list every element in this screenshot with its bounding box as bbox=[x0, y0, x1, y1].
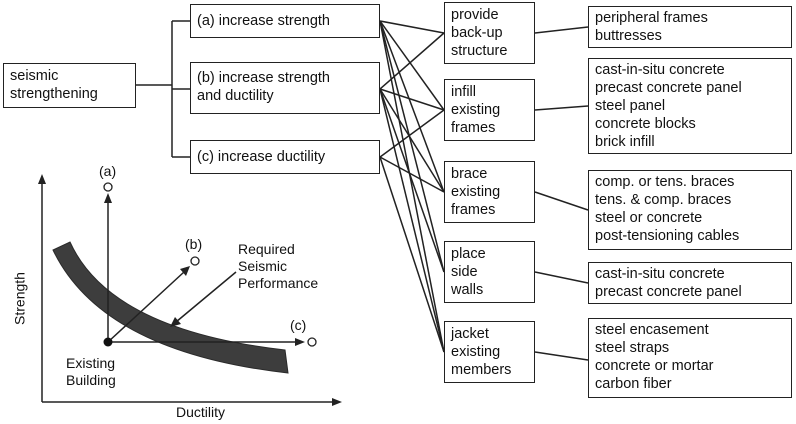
arrow-c-endpoint bbox=[307, 337, 317, 347]
method-3-line-3: frames bbox=[451, 202, 496, 218]
connector-b-m3 bbox=[379, 88, 445, 193]
root-line-1: seismic bbox=[10, 68, 59, 84]
connector-b-m4 bbox=[379, 88, 445, 273]
connector-c-m3 bbox=[379, 156, 445, 193]
existing-building-line-1: Existing bbox=[66, 355, 116, 371]
detail-3-line-4: post-tensioning cables bbox=[595, 228, 740, 244]
connector-c-m5 bbox=[379, 156, 445, 353]
arrow-b-head bbox=[180, 266, 190, 276]
detail-3-line-2: tens. & comp. braces bbox=[595, 192, 732, 208]
detail-box-side-walls: cast-in-situ concrete precast concrete p… bbox=[588, 262, 792, 304]
required-performance-line-1: Required bbox=[238, 241, 295, 257]
detail-5-line-2: steel straps bbox=[595, 340, 670, 356]
method-5-line-1: jacket bbox=[451, 326, 489, 342]
connector-a-m4 bbox=[379, 20, 445, 273]
arrow-c-head bbox=[295, 338, 305, 346]
y-axis-arrowhead bbox=[38, 174, 46, 184]
strategy-box-increase-strength: (a) increase strength bbox=[190, 4, 380, 38]
method-2-line-3: frames bbox=[451, 120, 496, 136]
required-performance-pointer-head bbox=[170, 317, 181, 327]
detail-1-line-2: buttresses bbox=[595, 28, 662, 44]
connector-m5-d5 bbox=[534, 351, 589, 361]
connector-a-m5 bbox=[379, 20, 445, 353]
y-axis-label: Strength bbox=[11, 272, 28, 325]
detail-3-line-1: comp. or tens. braces bbox=[595, 174, 735, 190]
method-3-line-2: existing bbox=[451, 184, 501, 200]
detail-2-line-2: precast concrete panel bbox=[595, 80, 742, 96]
detail-2-line-4: concrete blocks bbox=[595, 116, 696, 132]
detail-4-line-1: cast-in-situ concrete bbox=[595, 266, 725, 282]
connector-a-m3 bbox=[379, 20, 445, 193]
required-performance-curve bbox=[52, 241, 289, 374]
detail-4-line-2: precast concrete panel bbox=[595, 284, 742, 300]
detail-5-line-1: steel encasement bbox=[595, 322, 709, 338]
detail-box-infill: cast-in-situ concrete precast concrete p… bbox=[588, 58, 792, 154]
method-box-brace-existing-frames: brace existing frames bbox=[444, 161, 535, 223]
detail-5-line-3: concrete or mortar bbox=[595, 358, 714, 374]
connector-a-m2 bbox=[379, 20, 445, 111]
x-axis-arrowhead bbox=[332, 398, 342, 406]
method-box-jacket-existing-members: jacket existing members bbox=[444, 321, 535, 383]
connector-m1-d1 bbox=[534, 26, 589, 34]
method-5-line-3: members bbox=[451, 362, 512, 378]
existing-building-label: Existing Building bbox=[66, 355, 116, 389]
arrow-a-endpoint bbox=[103, 182, 113, 192]
connector-b-m5 bbox=[379, 88, 445, 353]
method-1-line-3: structure bbox=[451, 43, 508, 59]
x-axis-label: Ductility bbox=[176, 404, 226, 420]
detail-box-backup-structure: peripheral frames buttresses bbox=[588, 6, 792, 48]
arrow-b-endpoint bbox=[190, 256, 200, 266]
connector-b-m2 bbox=[379, 88, 445, 111]
strategy-b-line-1: (b) increase strength bbox=[197, 70, 330, 86]
connector-a-m1 bbox=[379, 20, 445, 34]
method-box-place-side-walls: place side walls bbox=[444, 241, 535, 303]
required-performance-label: Required Seismic Performance bbox=[238, 241, 318, 292]
arrow-a-label: (a) bbox=[99, 163, 117, 179]
method-4-line-2: side bbox=[451, 264, 478, 280]
connector-c-m2 bbox=[379, 109, 445, 158]
method-3-line-1: brace bbox=[451, 166, 488, 182]
method-4-line-1: place bbox=[451, 246, 486, 262]
existing-building-line-2: Building bbox=[66, 372, 116, 388]
method-2-line-1: infill bbox=[451, 84, 476, 100]
connector-m3-d3 bbox=[534, 191, 589, 211]
existing-building-point bbox=[103, 337, 113, 347]
strategy-box-increase-strength-and-ductility: (b) increase strength and ductility bbox=[190, 62, 380, 114]
root-box-seismic-strengthening: seismic strengthening bbox=[3, 63, 136, 108]
method-1-line-1: provide bbox=[451, 7, 499, 23]
detail-2-line-5: brick infill bbox=[595, 134, 655, 150]
strength-ductility-graph bbox=[38, 174, 342, 406]
strategy-b-line-2: and ductility bbox=[197, 88, 274, 104]
arrow-b-label: (b) bbox=[185, 236, 203, 252]
root-line-2: strengthening bbox=[10, 86, 98, 102]
connector-m2-d2 bbox=[534, 105, 589, 111]
required-performance-line-3: Performance bbox=[238, 275, 319, 291]
arrow-c-label: (c) bbox=[290, 317, 307, 333]
method-box-infill-existing-frames: infill existing frames bbox=[444, 79, 535, 141]
method-4-line-3: walls bbox=[451, 282, 484, 298]
strategy-a-line-1: (a) increase strength bbox=[197, 13, 330, 29]
method-2-line-2: existing bbox=[451, 102, 501, 118]
detail-1-line-1: peripheral frames bbox=[595, 10, 708, 26]
arrow-b-line bbox=[107, 271, 185, 343]
arrow-a-head bbox=[104, 193, 112, 203]
detail-2-line-3: steel panel bbox=[595, 98, 666, 114]
strategy-box-increase-ductility: (c) increase ductility bbox=[190, 140, 380, 174]
strategy-c-line-1: (c) increase ductility bbox=[197, 149, 326, 165]
detail-box-jacketing: steel encasement steel straps concrete o… bbox=[588, 318, 792, 398]
connector-b-m1 bbox=[379, 32, 445, 90]
detail-2-line-1: cast-in-situ concrete bbox=[595, 62, 725, 78]
connector-m4-d4 bbox=[534, 271, 589, 284]
detail-3-line-3: steel or concrete bbox=[595, 210, 703, 226]
detail-box-braces: comp. or tens. braces tens. & comp. brac… bbox=[588, 170, 792, 250]
detail-5-line-4: carbon fiber bbox=[595, 376, 672, 392]
method-5-line-2: existing bbox=[451, 344, 501, 360]
required-performance-line-2: Seismic bbox=[238, 258, 288, 274]
method-box-provide-back-up-structure: provide back-up structure bbox=[444, 2, 535, 64]
method-1-line-2: back-up bbox=[451, 25, 503, 41]
required-performance-pointer bbox=[175, 271, 237, 323]
